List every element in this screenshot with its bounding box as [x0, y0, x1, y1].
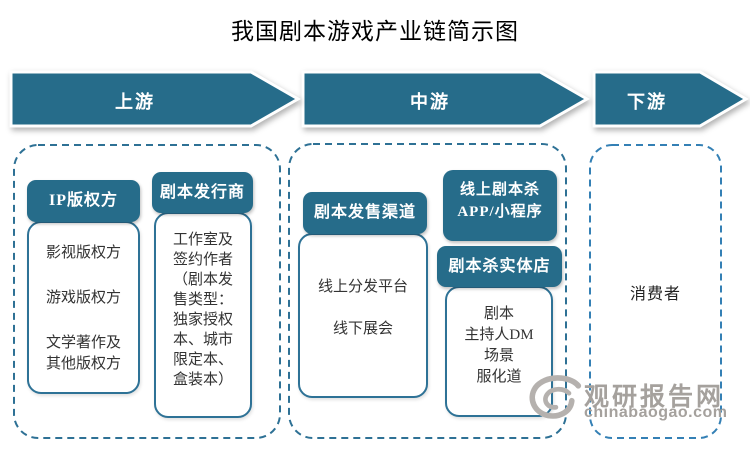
offline-store-item: 场景 — [483, 348, 514, 364]
sales-channel-card-body: 线上分发平台 线下展会 — [298, 233, 428, 398]
ip-rights-card-body: 影视版权方 游戏版权方 文学著作及 其他版权方 — [27, 221, 140, 394]
ip-rights-item: 文学著作及 — [45, 335, 121, 351]
offline-store-item: 剧本 — [483, 306, 514, 322]
offline-store-card-header: 剧本杀实体店 — [437, 246, 562, 287]
publisher-body-line: 限定本、 — [172, 352, 233, 368]
online-app-card: 线上剧本杀 APP/小程序 — [443, 170, 557, 241]
publisher-body-line: （剧本发 — [172, 272, 233, 288]
publisher-body-line: 本、城市 — [172, 332, 233, 348]
offline-store-item: 主持人DM — [464, 327, 534, 343]
midstream-arrow — [301, 70, 591, 128]
watermark-site-url: chinabaogao.com — [584, 404, 728, 421]
ip-rights-card-header: IP版权方 — [27, 180, 140, 222]
midstream-arrow-label: 中游 — [410, 92, 450, 112]
sales-channel-item: 线上分发平台 — [317, 279, 408, 295]
publisher-body-line: 售类型： — [172, 292, 233, 308]
offline-store-card-body: 剧本 主持人DM 场景 服化道 — [445, 286, 553, 417]
publisher-body-line: 签约作者 — [172, 252, 233, 268]
upstream-arrow — [9, 70, 302, 128]
watermark-logo-icon — [529, 375, 582, 419]
consumer-label: 消费者 — [629, 286, 681, 303]
script-publisher-card-body: 工作室及 签约作者 （剧本发 售类型： 独家授权 本、城市 限定本、 盒装本） — [154, 212, 252, 418]
downstream-arrow — [592, 70, 749, 128]
ip-rights-item: 游戏版权方 — [45, 290, 121, 306]
online-app-line: APP/小程序 — [457, 204, 543, 220]
downstream-section-border — [589, 144, 722, 439]
online-app-line: 线上剧本杀 — [459, 182, 540, 198]
sales-channel-item: 线下展会 — [332, 321, 393, 337]
page-title: 我国剧本游戏产业链简示图 — [231, 19, 519, 44]
ip-rights-item: 影视版权方 — [45, 245, 121, 261]
publisher-body-line: 工作室及 — [172, 232, 233, 248]
ip-rights-item: 其他版权方 — [45, 356, 121, 372]
upstream-section-border — [13, 144, 281, 439]
offline-store-item: 服化道 — [476, 369, 522, 385]
sales-channel-card-header: 剧本发售渠道 — [303, 192, 427, 234]
publisher-body-line: 独家授权 — [172, 312, 233, 328]
downstream-arrow-label: 下游 — [627, 92, 667, 112]
script-publisher-card-header: 剧本发行商 — [152, 172, 253, 213]
upstream-arrow-label: 上游 — [115, 92, 155, 112]
midstream-section-border — [288, 143, 567, 439]
watermark-site-name: 观研报告网 — [584, 383, 725, 411]
stage-arrows — [9, 70, 749, 128]
publisher-body-line: 盒装本） — [172, 372, 233, 388]
